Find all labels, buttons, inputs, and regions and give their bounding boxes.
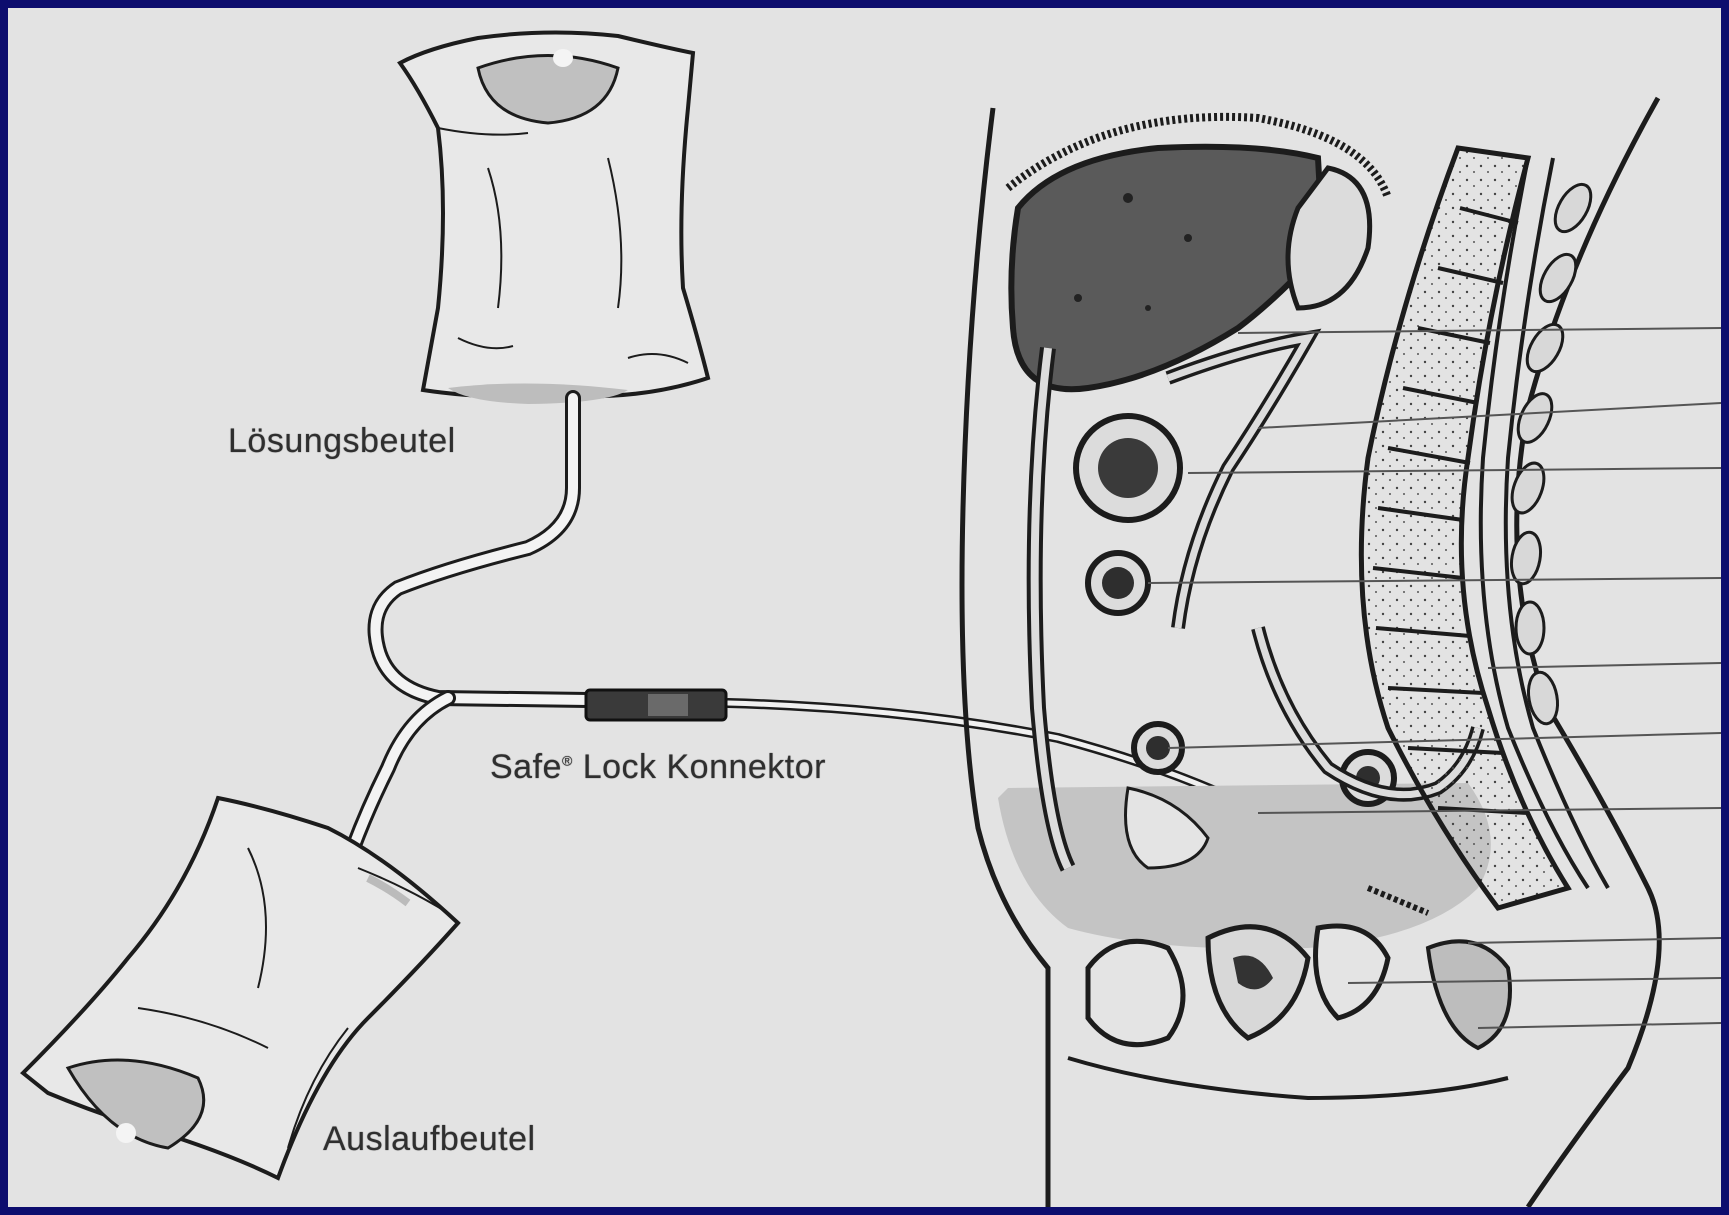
drain-bag-label: Auslaufbeutel <box>323 1120 536 1159</box>
dialysis-illustration <box>8 8 1721 1207</box>
solution-bag-icon <box>400 32 708 404</box>
registered-mark: ® <box>562 753 573 769</box>
abdomen-cross-section <box>962 98 1721 1207</box>
connector-icon <box>586 690 726 720</box>
connector-brand: Safe <box>490 748 562 786</box>
connector-label: Safe® Lock Konnektor <box>490 748 826 787</box>
solution-bag-label: Lösungsbeutel <box>228 422 456 461</box>
connector-name: Lock Konnektor <box>573 748 826 786</box>
diagram-frame: Lösungsbeutel Safe® Lock Konnektor Ausla… <box>8 8 1721 1207</box>
